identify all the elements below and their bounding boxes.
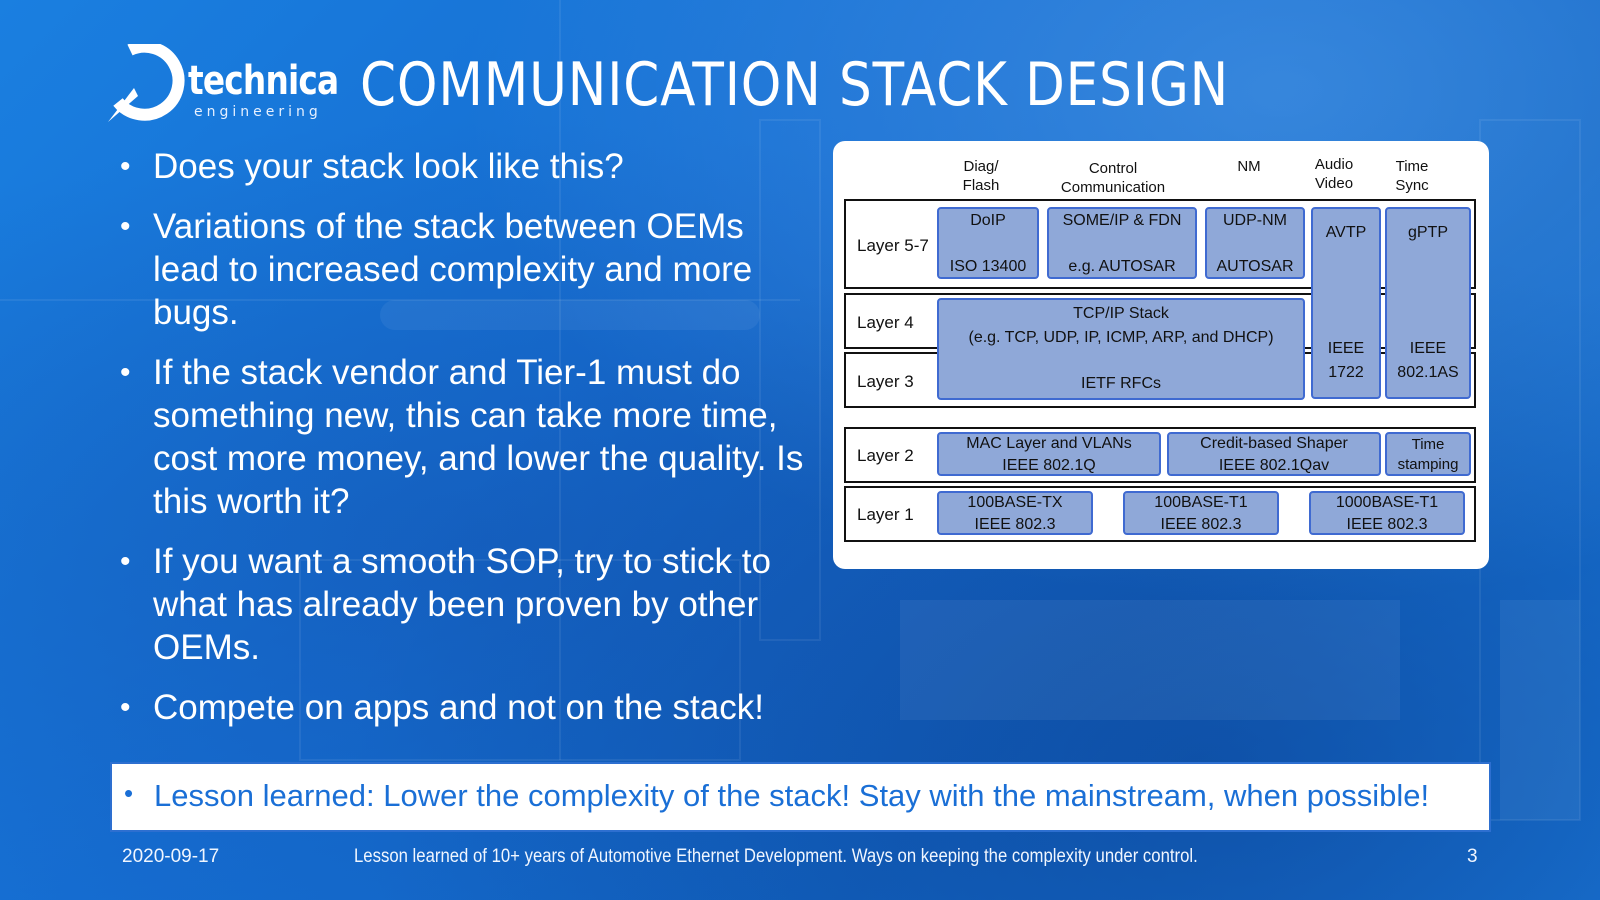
logo-subtitle: engineering [194, 104, 322, 120]
column-header-nm: NM [1237, 158, 1261, 175]
block-gptp: gPTP IEEE 802.1AS [1385, 207, 1471, 399]
layer-label: Layer 1 [857, 505, 914, 524]
column-header-diag: Diag/Flash [962, 158, 1000, 194]
page-number: 3 [1467, 846, 1478, 867]
block-avtp: AVTP IEEE 1722 [1311, 207, 1381, 399]
block-tcp-ip-stack: TCP/IP Stack (e.g. TCP, UDP, IP, ICMP, A… [937, 298, 1305, 400]
layer-label: Layer 5-7 [857, 236, 929, 255]
block-100base-t1: 100BASE-T1 IEEE 802.3 [1123, 491, 1279, 535]
block-doip: DoIP ISO 13400 [937, 207, 1039, 279]
block-someip: SOME/IP & FDN e.g. AUTOSAR [1047, 207, 1197, 279]
bullet-item: •Variations of the stack between OEMs le… [120, 207, 753, 332]
bullet-dot-icon: • [120, 210, 131, 243]
block-1000base-t1: 1000BASE-T1 IEEE 802.3 [1309, 491, 1465, 535]
footer-caption: Lesson learned of 10+ years of Automotiv… [354, 846, 1198, 867]
lesson-learned-box: • Lesson learned: Lower the complexity o… [110, 762, 1491, 832]
bullet-dot-icon: • [120, 356, 131, 389]
technica-logo: technica engineering [108, 44, 339, 124]
logo-word: technica [188, 58, 339, 104]
block-time-stamping: Time stamping [1385, 432, 1471, 476]
block-udp-nm: UDP-NM AUTOSAR [1205, 207, 1305, 279]
block-mac-vlan: MAC Layer and VLANs IEEE 802.1Q [937, 432, 1161, 476]
bullet-item: •If you want a smooth SOP, try to stick … [120, 542, 771, 667]
bullet-item: •Compete on apps and not on the stack! [120, 688, 764, 727]
bullet-dot-icon: • [120, 150, 131, 183]
page-title: COMMUNICATION STACK DESIGN [360, 50, 1230, 120]
bullet-item: •If the stack vendor and Tier-1 must do … [120, 353, 804, 521]
layer-label: Layer 3 [857, 372, 914, 391]
block-credit-shaper: Credit-based Shaper IEEE 802.1Qav [1167, 432, 1381, 476]
layer-label: Layer 4 [857, 313, 914, 332]
block-100base-tx: 100BASE-TX IEEE 802.3 [937, 491, 1093, 535]
logo-mark-icon [108, 44, 185, 122]
bullet-item: •Does your stack look like this? [120, 147, 624, 186]
bullet-dot-icon: • [124, 778, 134, 808]
bullet-dot-icon: • [120, 691, 131, 724]
lesson-learned-text: Lesson learned: Lower the complexity of … [154, 778, 1430, 813]
footer-date: 2020-09-17 [122, 846, 220, 867]
bullet-list: •Does your stack look like this? •Variat… [120, 145, 810, 746]
bullet-dot-icon: • [120, 545, 131, 578]
layer-label: Layer 2 [857, 446, 914, 465]
